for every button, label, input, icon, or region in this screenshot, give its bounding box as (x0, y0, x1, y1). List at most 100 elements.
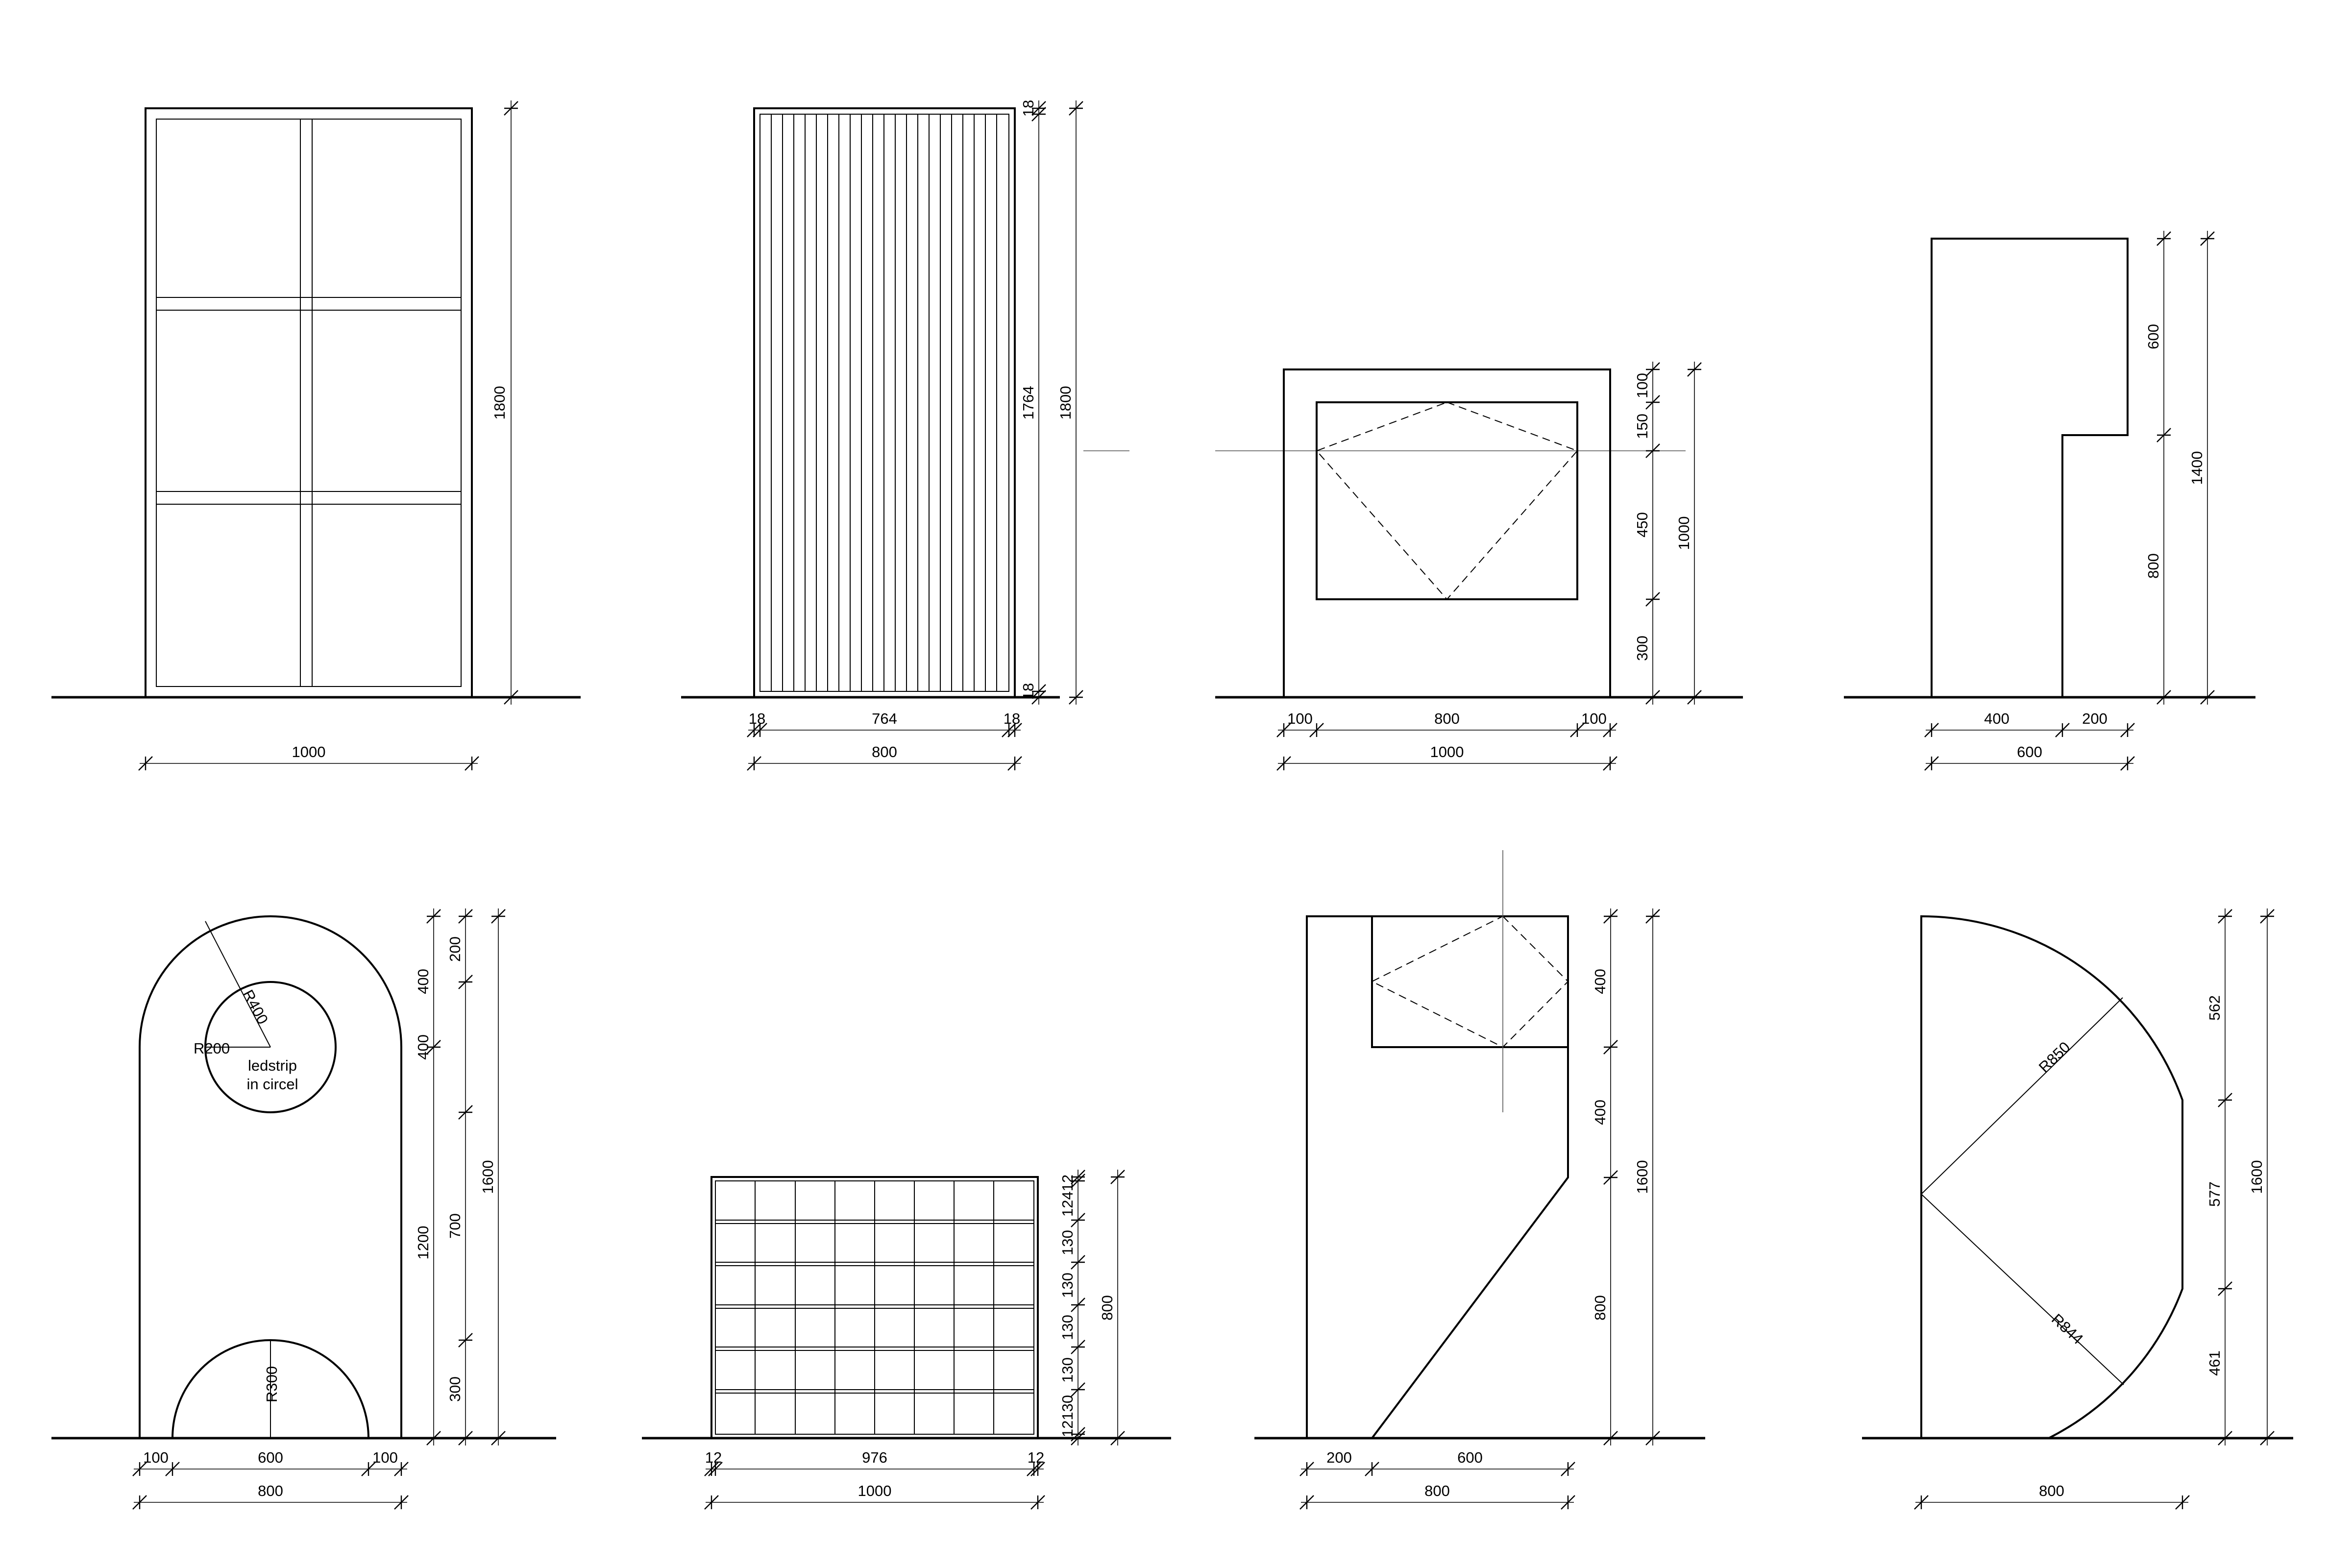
drawing-6-grid-shelf: 12412 130 130 130 130 12130 800 12 976 1… (642, 1169, 1171, 1510)
dim-width: 1000 (1430, 743, 1464, 760)
dim-h3: 800 (1592, 1295, 1609, 1321)
dim-r1: 12412 (1059, 1175, 1076, 1217)
dim-height: 1400 (2188, 451, 2205, 485)
dim-height: 1600 (1634, 1160, 1651, 1194)
dim-right: 12 (1028, 1449, 1044, 1466)
dim-width: 800 (258, 1482, 283, 1499)
dim-width: 800 (2039, 1482, 2064, 1499)
drawing-1-paned-door: 1800 1000 (51, 100, 581, 771)
curved-outline (1920, 915, 2183, 1439)
door-inner-frame (156, 119, 462, 687)
drawing-2-slatted-door: 18 1764 18 1800 18 764 18 800 (681, 100, 1129, 771)
dim-h2: 577 (2206, 1181, 2223, 1207)
radius-lower: R844 (2048, 1310, 2086, 1348)
dim-bottom: 18 (1020, 683, 1037, 700)
arch-outline (139, 915, 402, 1438)
dim-w2: 600 (1457, 1449, 1483, 1466)
outer-frame (1283, 368, 1611, 698)
dim-right: 100 (1581, 710, 1607, 727)
upper-panel (1371, 915, 1569, 1048)
dimension-ticks (1913, 908, 2275, 1510)
dim-width: 1000 (858, 1482, 892, 1499)
dim-height: 1600 (2248, 1160, 2265, 1194)
dim-inner: 800 (1434, 710, 1460, 727)
radius-circle: R200 (194, 1040, 230, 1057)
dim-mid: 1764 (1020, 386, 1037, 420)
dim-width: 800 (872, 743, 897, 760)
dim-h1: 562 (2206, 995, 2223, 1021)
dim-b1: 200 (446, 936, 464, 962)
dim-v2: 150 (1634, 414, 1651, 439)
pane-muntins (156, 119, 461, 686)
dim-h2: 400 (1592, 1100, 1609, 1125)
dim-w2: 200 (2082, 710, 2107, 727)
dimension-ticks (132, 908, 506, 1510)
dim-h3: 461 (2206, 1350, 2223, 1376)
dim-right: 100 (372, 1449, 398, 1466)
dim-width: 800 (1424, 1482, 1450, 1499)
dim-height: 1600 (479, 1160, 496, 1194)
dim-left: 12 (705, 1449, 722, 1466)
dim-r4: 130 (1059, 1315, 1076, 1340)
dim-r3: 130 (1059, 1273, 1076, 1298)
shelf-outline (710, 1176, 1039, 1439)
stepped-outline (1931, 238, 2129, 697)
radius-leaders (1921, 997, 2124, 1385)
dim-width: 1000 (292, 743, 326, 760)
dimension-ticks (1276, 362, 1702, 771)
dim-v1: 100 (1634, 373, 1651, 398)
dimension-ticks (1299, 908, 1661, 1510)
ledstrip-note-line2: in circel (246, 1076, 298, 1093)
dim-mid: 976 (862, 1449, 887, 1466)
inner-panel (1316, 401, 1578, 600)
drawing-8-curved-profile: R850 R844 562 577 461 1600 800 (1862, 908, 2293, 1510)
dim-width: 600 (2017, 743, 2042, 760)
drawing-7-angled-profile: 400 400 800 1600 200 600 800 (1254, 850, 1705, 1510)
radius-upper: R850 (2035, 1038, 2074, 1076)
dim-height: 1800 (491, 386, 508, 420)
dim-h2: 800 (2145, 553, 2162, 579)
dim-a1: 400 (415, 969, 432, 994)
door-outline (145, 107, 473, 698)
dim-b4: 300 (446, 1376, 464, 1402)
diamond-hidden-line (1371, 915, 1569, 1048)
ledstrip-circle (204, 981, 337, 1113)
dim-left: 18 (749, 710, 765, 727)
drawing-5-arched-panel: R400 R200 ledstrip in circel R300 400 40… (51, 908, 556, 1510)
dim-r5: 130 (1059, 1357, 1076, 1383)
dim-w1: 200 (1326, 1449, 1352, 1466)
profile-outline (1306, 915, 1569, 1439)
drawing-3-framed-diamond: 100 150 450 300 1000 100 800 100 1000 (1215, 362, 1743, 771)
dimension-ticks (138, 100, 519, 771)
dim-left: 100 (143, 1449, 169, 1466)
dim-w1: 400 (1984, 710, 2009, 727)
dimension-ticks (704, 1169, 1126, 1510)
drawing-4-stepped-profile: 600 800 1400 400 200 600 (1844, 231, 2255, 771)
ledstrip-note-line1: ledstrip (248, 1057, 297, 1074)
radius-outer: R400 (239, 987, 271, 1027)
dim-height: 800 (1099, 1295, 1116, 1321)
dim-right: 18 (1004, 710, 1020, 727)
dim-inner: 764 (872, 710, 897, 727)
radius-arch: R300 (263, 1366, 280, 1402)
dim-left: 100 (1287, 710, 1313, 727)
dim-h1: 600 (2145, 324, 2162, 349)
dim-a2: 400 (415, 1034, 432, 1060)
dim-height: 1000 (1675, 516, 1692, 550)
dim-h1: 400 (1592, 969, 1609, 994)
dim-r2: 130 (1059, 1230, 1076, 1255)
dim-v3: 450 (1634, 512, 1651, 538)
dim-a3: 1200 (415, 1226, 432, 1260)
dim-top: 18 (1020, 100, 1037, 117)
dim-b3: 700 (446, 1213, 464, 1239)
dim-height: 1800 (1057, 386, 1074, 420)
dim-mid: 600 (258, 1449, 283, 1466)
dim-v4: 300 (1634, 636, 1651, 661)
vertical-slats (771, 114, 997, 691)
grid-lines (715, 1181, 1034, 1434)
dim-r6: 12130 (1059, 1395, 1076, 1437)
radius-leaders (205, 921, 271, 1438)
dimension-ticks (746, 100, 1129, 771)
door-outline (753, 107, 1016, 698)
